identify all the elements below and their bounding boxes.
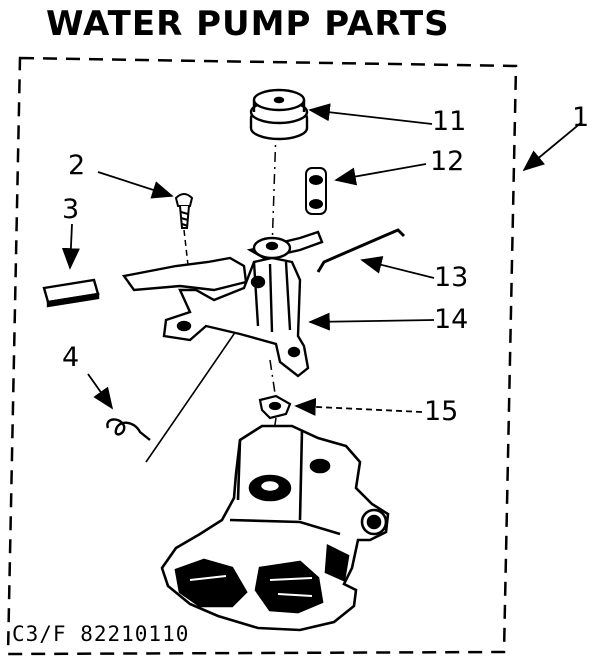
part-13-wire-link <box>316 228 406 273</box>
callout-14: 14 <box>434 304 469 335</box>
callout-4: 4 <box>62 342 80 373</box>
part-2-screw <box>174 193 194 229</box>
part-12-spacer <box>305 167 327 215</box>
part-14-pump-housing <box>121 230 324 378</box>
assembly-boundary <box>6 56 518 656</box>
callout-13: 13 <box>434 262 469 293</box>
callout-11: 11 <box>432 106 467 137</box>
part-15-seal <box>258 394 292 420</box>
callout-leaders <box>61 103 583 416</box>
callout-2: 2 <box>68 150 86 181</box>
part-4-clip <box>106 418 151 441</box>
screw-centerline <box>183 229 189 266</box>
callout-1: 1 <box>572 102 590 133</box>
part-3-pad <box>42 278 100 308</box>
callout-15: 15 <box>424 396 459 427</box>
diagram-title: WATER PUMP PARTS <box>46 4 450 44</box>
diagram-footer-code: C3/F 82210110 <box>12 622 190 646</box>
part-11-pulley <box>249 88 309 141</box>
callout-12: 12 <box>430 146 465 177</box>
lower-pump-body <box>160 424 390 632</box>
callout-3: 3 <box>62 194 80 225</box>
